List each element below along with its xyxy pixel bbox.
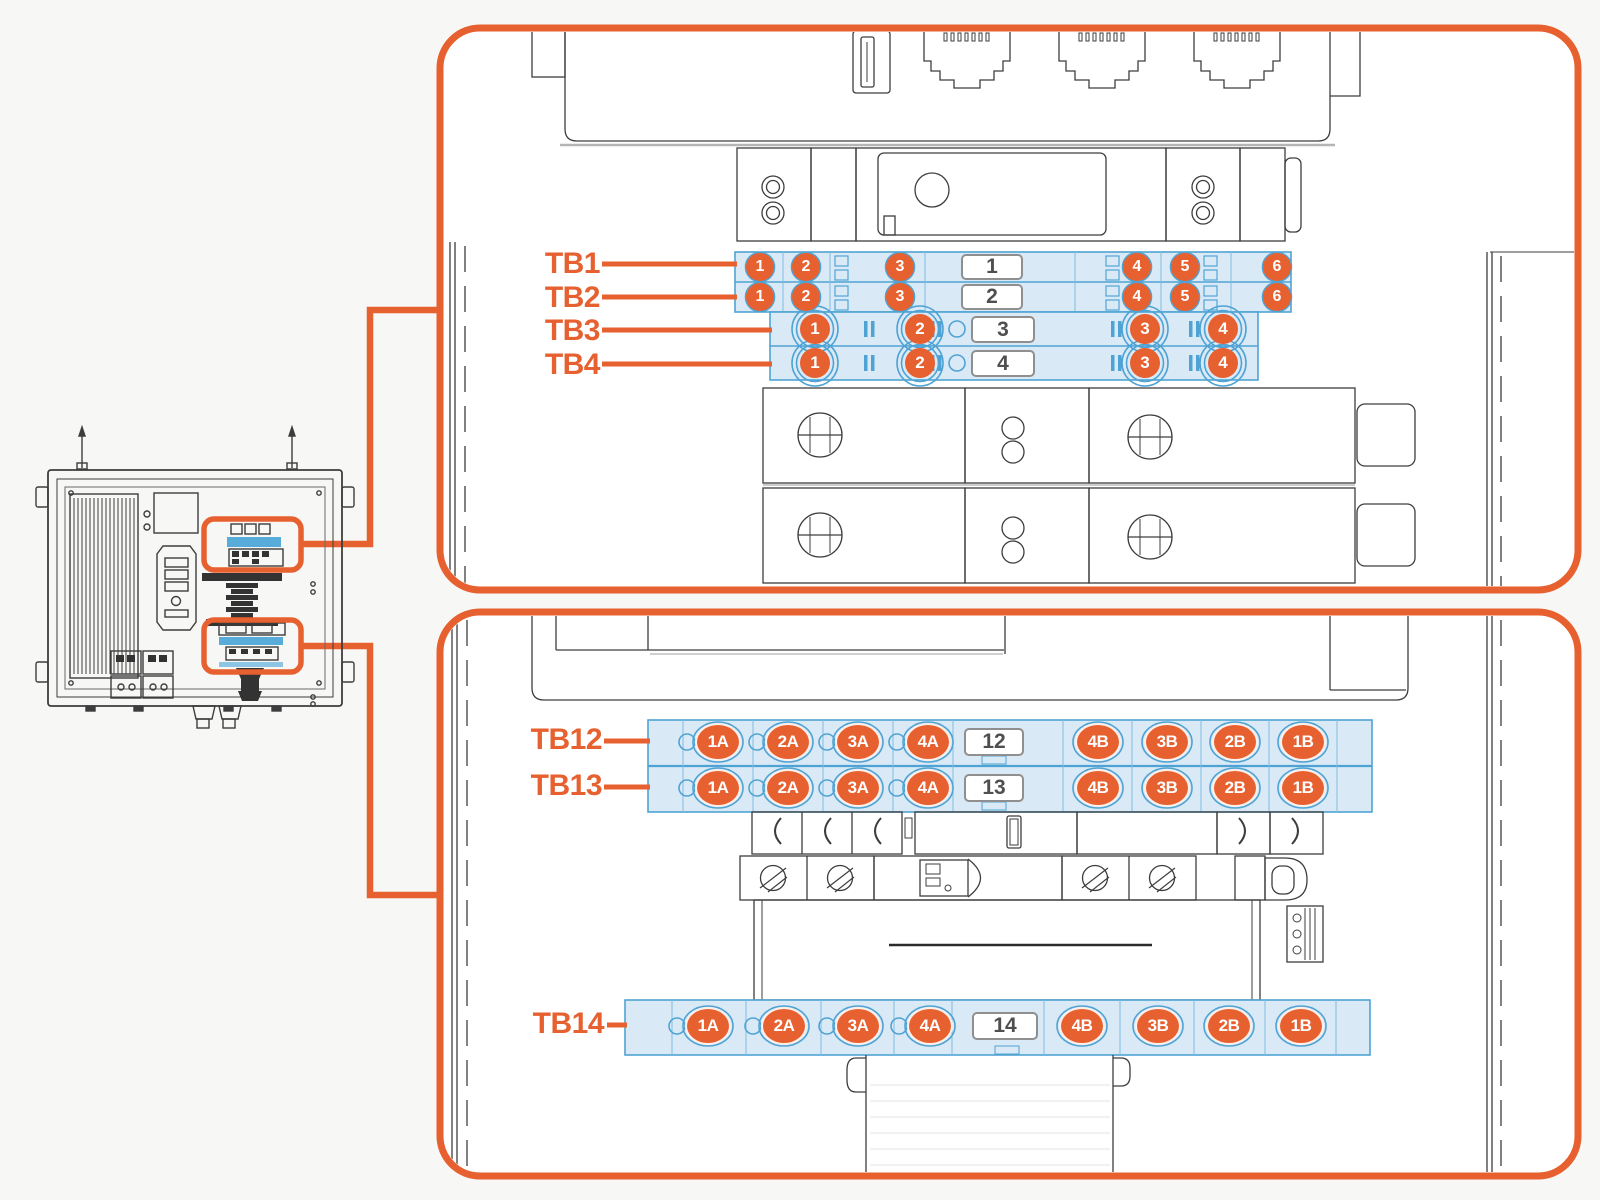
tb3-id-plate: 3 bbox=[971, 316, 1035, 343]
tb3-label: TB3 bbox=[544, 314, 601, 347]
tb1-terminal-badge: 6 bbox=[1263, 253, 1291, 281]
tb12-terminal-badge: 4A bbox=[905, 723, 951, 761]
tb1-terminal-badge: 4 bbox=[1123, 253, 1151, 281]
overview-highlight-boxes bbox=[201, 516, 304, 675]
label-leader-lines bbox=[602, 261, 772, 1028]
tb14-terminal-badge: 4B bbox=[1059, 1007, 1105, 1045]
tb14-terminal-badge: 4A bbox=[907, 1007, 953, 1045]
tb14-terminal-badge: 3A bbox=[835, 1007, 881, 1045]
tb12-label: TB12 bbox=[530, 723, 603, 756]
tb4-terminal-badge: 4 bbox=[1208, 348, 1238, 378]
tb13-terminal-badge: 1B bbox=[1280, 769, 1326, 807]
tb12-id-plate: 12 bbox=[964, 728, 1024, 756]
tb14-terminal-badge: 3B bbox=[1135, 1007, 1181, 1045]
tb14-terminal-badge: 1A bbox=[685, 1007, 731, 1045]
tb13-terminal-badge: 2B bbox=[1212, 769, 1258, 807]
tb2-terminal-badge: 1 bbox=[746, 283, 774, 311]
tb3-terminal-badge: 4 bbox=[1208, 314, 1238, 344]
callout-lines bbox=[301, 306, 438, 899]
tb14-label: TB14 bbox=[532, 1007, 605, 1040]
tb1-terminal-badge: 2 bbox=[792, 253, 820, 281]
tb13-terminal-badge: 3A bbox=[835, 769, 881, 807]
tb2-terminal-badge: 5 bbox=[1171, 283, 1199, 311]
tb14-id-plate: 14 bbox=[972, 1012, 1038, 1040]
tb4-label: TB4 bbox=[544, 348, 601, 381]
tb12-terminal-badge: 3A bbox=[835, 723, 881, 761]
tb14-terminal-badge: 1B bbox=[1278, 1007, 1324, 1045]
tb12-terminal-badge: 1A bbox=[695, 723, 741, 761]
tb2-terminal-badge: 2 bbox=[792, 283, 820, 311]
tb13-terminal-badge: 4B bbox=[1075, 769, 1121, 807]
tb1-terminal-badge: 5 bbox=[1171, 253, 1199, 281]
tb2-id-plate: 2 bbox=[961, 284, 1023, 310]
tb1-id-plate: 1 bbox=[961, 254, 1023, 280]
tb4-id-plate: 4 bbox=[971, 350, 1035, 377]
tb4-terminal-badge: 1 bbox=[800, 348, 830, 378]
tb12-terminal-badge: 2B bbox=[1212, 723, 1258, 761]
tb4-terminal-badge: 3 bbox=[1130, 348, 1160, 378]
tb12-terminal-badge: 1B bbox=[1280, 723, 1326, 761]
tb13-terminal-badge: 2A bbox=[765, 769, 811, 807]
enclosure-overview bbox=[35, 424, 355, 729]
tb12-terminal-badge: 3B bbox=[1144, 723, 1190, 761]
tb2-terminal-badge: 6 bbox=[1263, 283, 1291, 311]
tb3-terminal-badge: 3 bbox=[1130, 314, 1160, 344]
tb1-label: TB1 bbox=[544, 247, 601, 280]
tb13-terminal-badge: 1A bbox=[695, 769, 741, 807]
tb2-terminal-badge: 4 bbox=[1123, 283, 1151, 311]
tb2-terminal-badge: 3 bbox=[886, 283, 914, 311]
tb3-terminal-badge: 2 bbox=[905, 314, 935, 344]
tb14-terminal-badge: 2B bbox=[1206, 1007, 1252, 1045]
tb1-terminal-badge: 1 bbox=[746, 253, 774, 281]
tb14-terminal-badge: 2A bbox=[761, 1007, 807, 1045]
tb13-terminal-badge: 3B bbox=[1144, 769, 1190, 807]
tb1-terminal-badge: 3 bbox=[886, 253, 914, 281]
tb12-terminal-badge: 2A bbox=[765, 723, 811, 761]
tb2-label: TB2 bbox=[544, 281, 601, 314]
tb4-terminal-badge: 2 bbox=[905, 348, 935, 378]
tb12-terminal-badge: 4B bbox=[1075, 723, 1121, 761]
tb3-terminal-badge: 1 bbox=[800, 314, 830, 344]
tb13-terminal-badge: 4A bbox=[905, 769, 951, 807]
tb13-label: TB13 bbox=[530, 769, 603, 802]
tb13-id-plate: 13 bbox=[964, 774, 1024, 802]
